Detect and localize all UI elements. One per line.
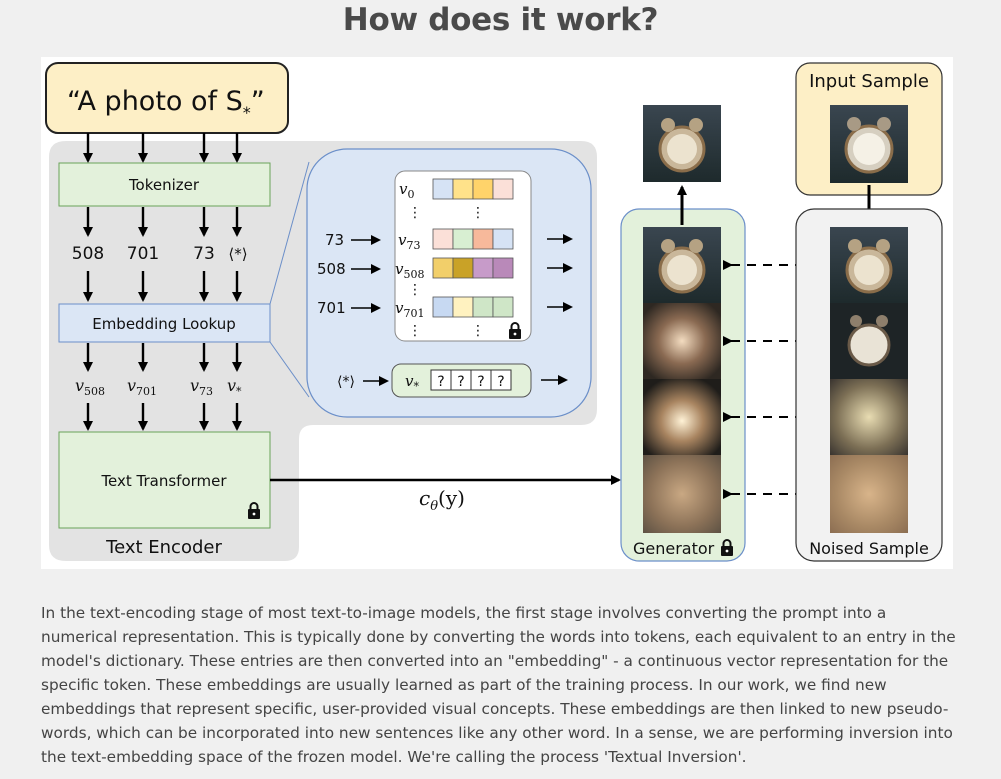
- generator-image-4: [643, 455, 721, 533]
- dots: ⋮: [408, 205, 422, 221]
- unknown-cell: ?: [497, 374, 504, 390]
- token-73: 73: [193, 244, 215, 264]
- lookup-input-701: 701: [317, 299, 346, 317]
- conditioning-label: cθ(y): [419, 486, 465, 514]
- input-sample-image: [830, 105, 908, 183]
- noised-image-3: [830, 379, 908, 455]
- token-701: 701: [127, 244, 159, 264]
- dots: ⋮: [471, 323, 485, 339]
- token-508: 508: [72, 244, 104, 264]
- text-transformer-label: Text Transformer: [100, 472, 227, 490]
- textual-inversion-diagram: “A photo of S*” Tokenizer 508 701 73 ⟨*⟩…: [41, 57, 953, 569]
- lookup-v701-cells: [432, 296, 514, 318]
- vector-vstar: v*: [227, 376, 242, 398]
- generator-image-3: [643, 379, 721, 455]
- lookup-v0-label: v0: [399, 180, 414, 201]
- noised-image-1: [830, 227, 908, 303]
- dots: ⋮: [408, 323, 422, 339]
- unknown-cell: ?: [477, 374, 484, 390]
- noised-image-4: [830, 455, 908, 533]
- lookup-v73-cells: [432, 228, 514, 250]
- token-star: ⟨*⟩: [228, 245, 247, 263]
- prompt-text: “A photo of S*”: [67, 86, 265, 122]
- lookup-input-73: 73: [325, 231, 344, 249]
- noised-image-2: [830, 303, 908, 379]
- lookup-input-508: 508: [317, 260, 346, 278]
- lookup-v508-label: v508: [395, 260, 424, 281]
- embedding-lookup-box: [58, 303, 271, 343]
- vector-v701: v701: [127, 376, 157, 398]
- prompt-arrows: [83, 133, 242, 163]
- output-image: [643, 105, 721, 182]
- lookup-vstar-label: v*: [405, 372, 419, 393]
- generator-label: Generator: [633, 539, 715, 558]
- input-sample-label: Input Sample: [809, 71, 929, 92]
- lookup-star-input: ⟨*⟩: [337, 374, 355, 390]
- generator-image-2: [643, 303, 721, 379]
- unknown-cell: ?: [457, 374, 464, 390]
- lock-icon: [721, 539, 733, 556]
- text-transformer-box: [58, 431, 271, 529]
- dots: ⋮: [471, 205, 485, 221]
- generator-image-1: [643, 227, 721, 303]
- lookup-unknown-cells: [430, 369, 512, 391]
- text-encoder-label: Text Encoder: [105, 537, 222, 558]
- noised-sample-label: Noised Sample: [809, 539, 929, 558]
- lookup-v0-cells: [432, 178, 514, 200]
- vector-v73: v73: [190, 376, 213, 398]
- unknown-cell: ?: [437, 374, 444, 390]
- vector-v508: v508: [75, 376, 105, 398]
- page-title: How does it work?: [342, 2, 659, 38]
- tokenizer-box: [58, 162, 271, 207]
- dots: ⋮: [408, 282, 422, 298]
- lock-icon: [509, 322, 521, 339]
- embedding-lookup-label: Embedding Lookup: [92, 315, 236, 333]
- description-paragraph: In the text-encoding stage of most text-…: [41, 604, 956, 766]
- lookup-v73-label: v73: [398, 231, 420, 252]
- tokenizer-label: Tokenizer: [128, 176, 200, 194]
- lock-icon: [248, 502, 260, 519]
- lookup-v508-cells: [432, 257, 514, 279]
- lookup-v701-label: v701: [395, 299, 424, 320]
- prompt-box: [45, 62, 289, 134]
